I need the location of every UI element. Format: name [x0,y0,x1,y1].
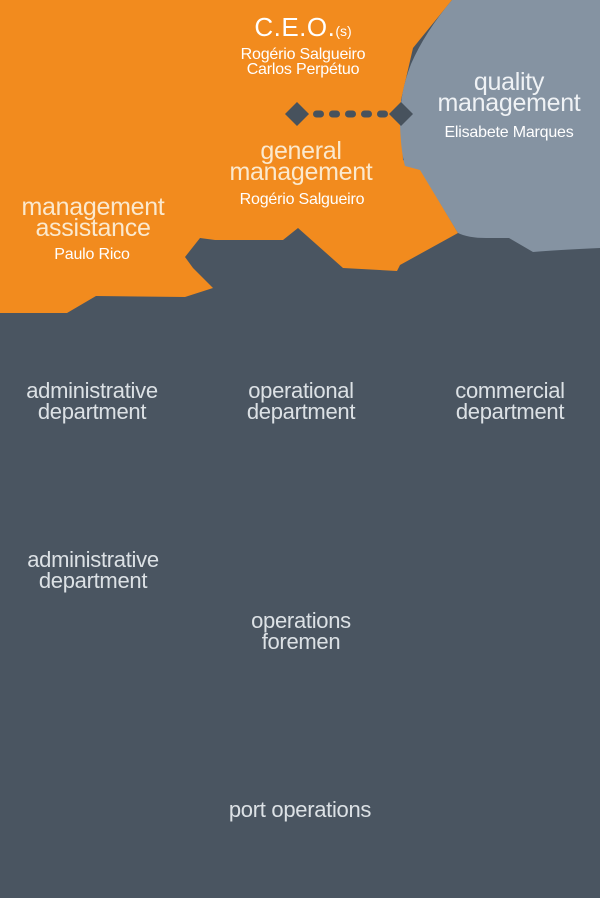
node-administrative-department-2: administrative department [27,547,159,593]
operational-title-line2: department [246,399,356,424]
node-general-management-title: general management [229,137,373,186]
node-ceo-title: C.E.O.(s) [254,14,351,44]
admin1-title-line1: administrative [26,378,158,403]
general-title-line1: general [260,137,342,165]
node-operations-foremen: operations foremen [251,608,351,654]
quality-blob-shape [399,0,600,252]
admin1-title-line2: department [37,399,147,424]
ceo-name-2: Carlos Perpétuo [246,61,360,78]
node-commercial-department: commercial department [455,378,565,424]
foremen-title-line1: operations [251,608,351,633]
commercial-title-line2: department [455,399,565,424]
ceo-title-text: C.E.O. [254,12,336,42]
assistance-title-line2: assistance [35,214,151,242]
node-operational-department: operational department [246,378,356,424]
node-general-management-name: Rogério Salgueiro [239,191,365,208]
node-quality-management-name: Elisabete Marques [444,124,574,141]
assistance-title-line1: management [21,193,165,221]
operational-title-line1: operational [248,378,354,403]
quality-title-line1: quality [473,68,545,96]
ceo-name-1: Rogério Salgueiro [240,46,366,63]
ceo-title-suffix: (s) [335,23,352,39]
node-quality-management-title: quality management [437,68,581,117]
commercial-title-line1: commercial [455,378,565,403]
admin2-title-line1: administrative [27,547,159,572]
node-management-assistance-title: management assistance [21,193,165,242]
node-administrative-department-1: administrative department [26,378,158,424]
foremen-title-line2: foremen [261,629,341,654]
general-title-line2: management [229,158,373,186]
admin2-title-line2: department [38,568,148,593]
quality-title-line2: management [437,89,581,117]
orange-region-shape [0,0,458,313]
node-management-assistance-name: Paulo Rico [54,246,130,263]
dashed-double-arrow-icon [285,102,413,126]
node-port-operations: port operations [228,797,372,822]
node-ceo-names: Rogério Salgueiro Carlos Perpétuo [240,46,366,78]
